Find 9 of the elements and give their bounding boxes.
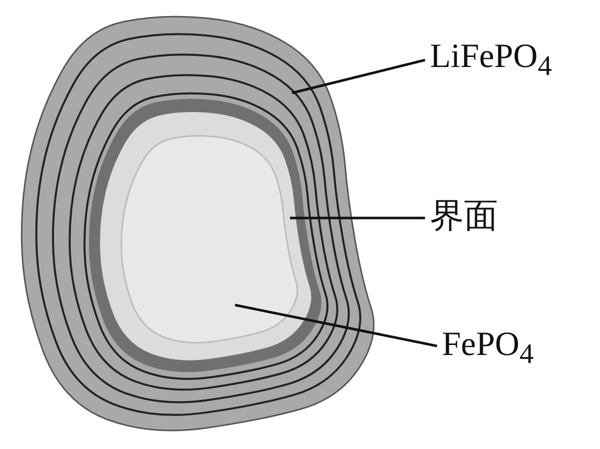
leader-line (234, 304, 438, 348)
interface-band (89, 98, 322, 372)
part-label: FePO$_{4}$ (442, 326, 534, 370)
leader-line (290, 216, 425, 220)
part-label: LiFePO$_{4}$ (430, 38, 552, 82)
part-label: 界面 (430, 198, 498, 236)
particle-core (100, 112, 312, 360)
leader-line (292, 58, 426, 94)
outer-layer (20, 16, 375, 432)
